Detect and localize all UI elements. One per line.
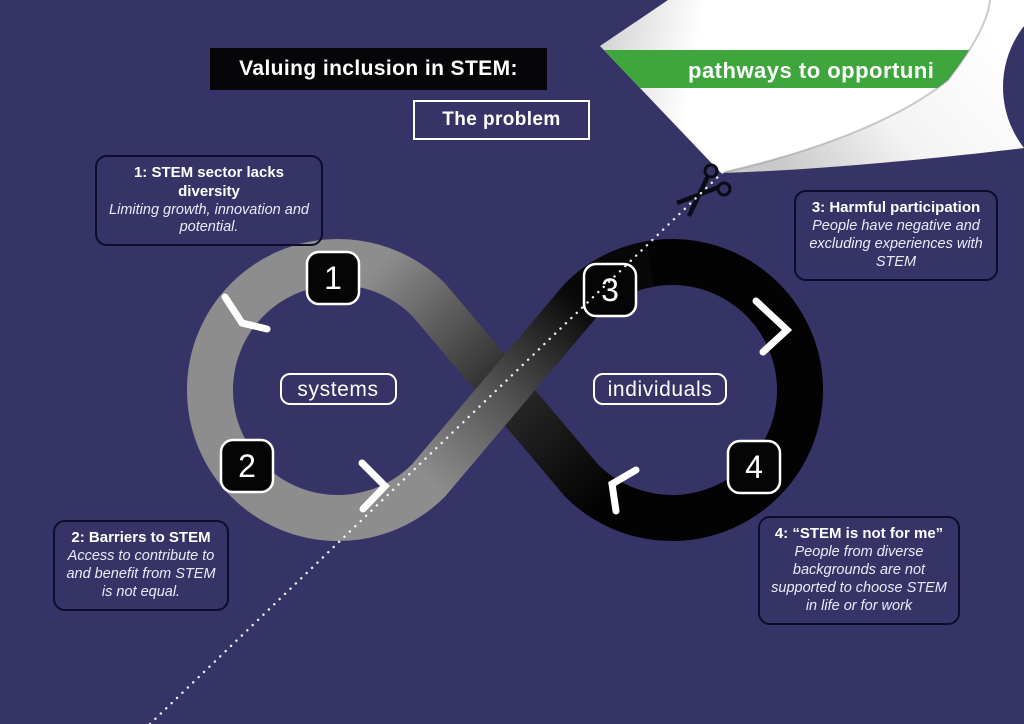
badge-2-number: 2 bbox=[238, 448, 256, 484]
banner-text: pathways to opportuni bbox=[688, 58, 934, 83]
cut-line bbox=[148, 170, 725, 724]
flow-chevron-top-left-icon bbox=[221, 293, 271, 333]
page-title: Valuing inclusion in STEM: bbox=[210, 48, 547, 90]
callout-barriers-to-stem: 2: Barriers to STEM Access to contribute… bbox=[53, 520, 229, 611]
individuals-label: individuals bbox=[593, 373, 727, 405]
callout-title: 1: STEM sector lacks diversity bbox=[133, 164, 285, 200]
callout-stem-lacks-diversity: 1: STEM sector lacks diversity Limiting … bbox=[95, 155, 323, 247]
scissors-icon bbox=[676, 163, 732, 217]
callout-title: 2: Barriers to STEM bbox=[71, 529, 211, 546]
individuals-label-text: individuals bbox=[608, 378, 713, 401]
banner bbox=[600, 50, 997, 88]
page-curl: pathways to opportuni bbox=[600, 0, 1024, 174]
badge-4: 4 bbox=[726, 439, 782, 495]
flow-chevron-bottom-center-icon bbox=[358, 459, 390, 513]
badge-1-number: 1 bbox=[324, 260, 342, 296]
badge-3: 3 bbox=[582, 262, 638, 318]
callout-body: People from diverse backgrounds are not … bbox=[771, 543, 947, 614]
callout-body: Access to contribute to and benefit from… bbox=[66, 547, 216, 600]
page-subtitle: The problem bbox=[413, 100, 590, 140]
page-curl-crease bbox=[720, 0, 991, 174]
page-curl-flap bbox=[721, 0, 1024, 173]
callout-title: 4: “STEM is not for me” bbox=[774, 525, 944, 542]
callout-harmful-participation: 3: Harmful participation People have neg… bbox=[794, 190, 998, 281]
flow-chevron-top-right-icon bbox=[752, 297, 793, 356]
badge-4-number: 4 bbox=[745, 449, 763, 485]
systems-label: systems bbox=[280, 373, 397, 405]
callout-title: 3: Harmful participation bbox=[811, 199, 981, 216]
systems-label-text: systems bbox=[297, 378, 378, 401]
badge-1: 1 bbox=[305, 250, 361, 306]
badge-3-number: 3 bbox=[601, 272, 619, 308]
infinity-loop-right-ring bbox=[565, 239, 824, 541]
callout-stem-not-for-me: 4: “STEM is not for me” People from dive… bbox=[758, 516, 960, 625]
badge-2: 2 bbox=[219, 438, 275, 494]
flow-chevron-bottom-right-icon bbox=[608, 466, 640, 515]
callout-body: Limiting growth, innovation and potentia… bbox=[109, 201, 309, 236]
callout-body: People have negative and excluding exper… bbox=[809, 217, 983, 270]
